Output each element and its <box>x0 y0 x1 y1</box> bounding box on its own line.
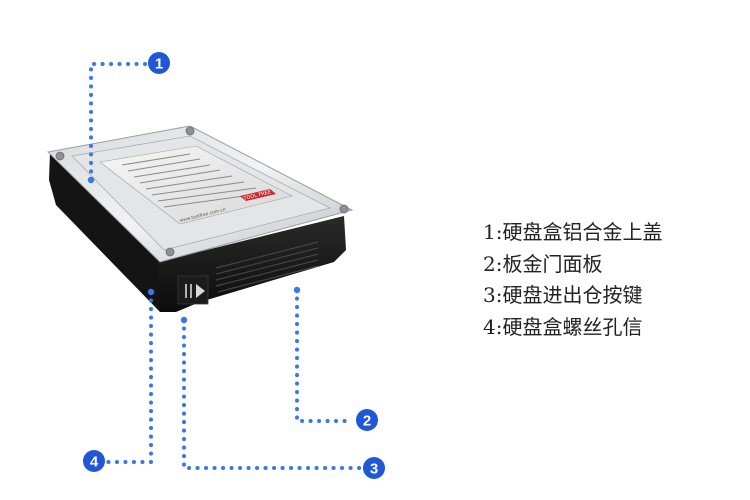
leader-line-3 <box>182 318 362 470</box>
leader-lines <box>89 62 362 470</box>
leader-endpoints <box>87 176 301 324</box>
hdd-enclosure: TOOL FREE www.toolfree.com.cn <box>46 125 354 312</box>
legend-item-screw-holes: 4:硬盘盒螺丝孔信 <box>483 314 643 339</box>
leader-line-1 <box>89 62 148 182</box>
callout-badge-2: 2 <box>356 409 378 431</box>
screw-hole <box>55 151 65 161</box>
enclosure-left-side <box>49 152 162 312</box>
parts-legend: 1:硬盘盒铝合金上盖 2:板金门面板 3:硬盘进出仓按键 4:硬盘盒螺丝孔信 <box>483 222 662 348</box>
svg-text:4: 4 <box>90 454 99 471</box>
drive-label-text-lines <box>121 153 267 208</box>
screw-hole <box>185 126 195 136</box>
svg-text:2: 2 <box>363 413 371 430</box>
legend-item-front-panel: 2:板金门面板 <box>483 251 603 276</box>
screw-hole <box>339 204 349 214</box>
drive-label <box>99 145 293 225</box>
callout-badge-1: 1 <box>148 52 170 74</box>
eject-arrow-icon <box>196 284 205 298</box>
front-tray-grille <box>215 241 319 293</box>
screw-hole <box>165 247 175 257</box>
screw-holes <box>55 126 349 257</box>
svg-text:3: 3 <box>370 461 378 478</box>
callout-badge-3: 3 <box>363 457 385 479</box>
brand-logo-mark <box>240 189 276 201</box>
leader-line-4 <box>102 290 153 464</box>
leader-line-2 <box>295 288 354 423</box>
callout-badge-4: 4 <box>83 450 105 472</box>
svg-text:1: 1 <box>155 56 163 73</box>
legend-item-top-cover: 1:硬盘盒铝合金上盖 <box>483 220 663 244</box>
eject-button[interactable] <box>177 275 209 305</box>
legend-item-eject-button: 3:硬盘进出仓按键 <box>483 283 643 307</box>
